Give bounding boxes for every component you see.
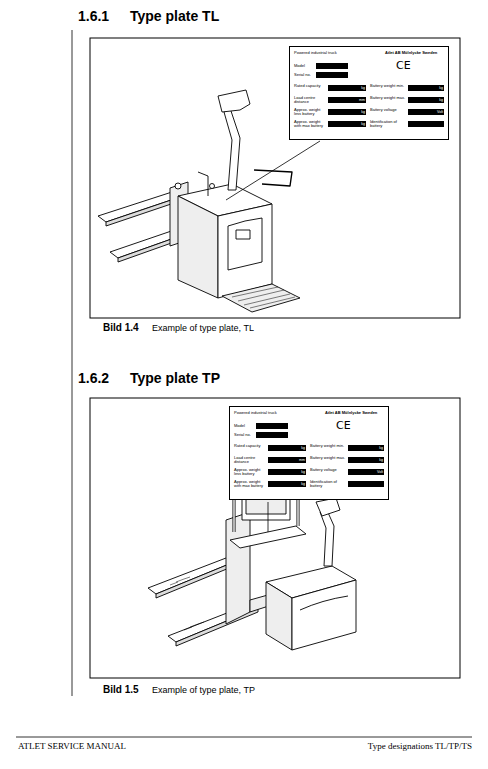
footer-right: Type designations TL/TP/TS [368, 741, 472, 751]
figure-caption: Example of type plate, TL [152, 323, 254, 333]
unit-field: kg [328, 109, 366, 115]
plate-text: Powered industrial truck [234, 411, 294, 415]
plate-text: Atlet AB Mölnlycke Sweden [385, 51, 447, 55]
type-plate: Powered industrial truck Atlet AB Mölnlyc… [229, 406, 389, 500]
unit-field: kg [408, 85, 444, 91]
section-number: 1.6.2 [78, 370, 109, 386]
type-plate: Powered industrial truck Atlet AB Mölnlyc… [289, 46, 449, 140]
plate-text: Approx. weight with max battery [234, 480, 267, 489]
plate-text: Approx. weight less battery [234, 468, 267, 477]
blank-field [316, 72, 348, 78]
ce-mark: CE [396, 60, 411, 71]
plate-text: Identification of battery [370, 120, 406, 129]
plate-text: Serial no. [234, 433, 254, 437]
section-heading: Type plate TP [130, 370, 220, 386]
figure-caption: Example of type plate, TP [152, 685, 255, 695]
plate-text: Identification of battery [310, 480, 346, 489]
plate-text: Battery voltage [370, 108, 406, 112]
plate-text: Battery weight max. [370, 96, 406, 100]
unit-field: kg [348, 445, 384, 451]
plate-text: Rated capacity [294, 84, 327, 88]
figure-number: Bild 1.4 [103, 322, 139, 333]
plate-text: Battery voltage [310, 468, 346, 472]
blank-field [408, 121, 444, 127]
unit-field: kg [268, 481, 306, 487]
plate-text: Model [294, 64, 314, 68]
unit-field: kg [328, 121, 366, 127]
plate-text: Load centre distance [294, 96, 327, 105]
footer-left: ATLET SERVICE MANUAL [18, 741, 126, 751]
plate-text: Powered industrial truck [294, 51, 354, 55]
plate-text: Serial no. [294, 73, 314, 77]
blank-field [256, 423, 288, 429]
blank-field [316, 63, 348, 69]
ce-mark: CE [336, 420, 351, 431]
unit-field: mm [268, 457, 306, 463]
blank-field [256, 432, 288, 438]
unit-field: kg [408, 97, 444, 103]
section-number: 1.6.1 [78, 8, 109, 24]
plate-text: Approx. weight with max battery [294, 120, 327, 129]
unit-field: kg [328, 85, 366, 91]
plate-text: Atlet AB Mölnlycke Sweden [325, 411, 387, 415]
unit-field: kg [348, 457, 384, 463]
plate-text: Battery weight max. [310, 456, 346, 460]
plate-text: Model [234, 424, 254, 428]
unit-field: Volt [348, 469, 384, 475]
unit-field: mm [328, 97, 366, 103]
figure-number: Bild 1.5 [103, 684, 139, 695]
plate-text: Load centre distance [234, 456, 267, 465]
unit-field: Volt [408, 109, 444, 115]
unit-field: kg [268, 469, 306, 475]
blank-field [348, 481, 384, 487]
plate-text: Rated capacity [234, 444, 267, 448]
unit-field: kg [268, 445, 306, 451]
plate-text: Battery weight min. [370, 84, 406, 88]
plate-text: Approx. weight less battery [294, 108, 327, 117]
section-heading: Type plate TL [130, 8, 219, 24]
plate-text: Battery weight min. [310, 444, 346, 448]
